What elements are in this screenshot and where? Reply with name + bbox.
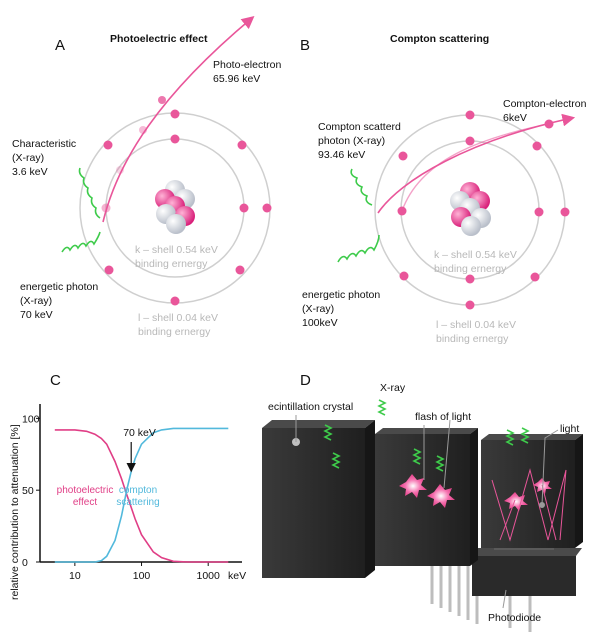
panel-a-letter: A [55, 37, 65, 54]
leader-lines [295, 415, 559, 609]
svg-text:ecintillation crystal: ecintillation crystal [268, 401, 353, 413]
crystal-label: ecintillation crystal [268, 401, 353, 413]
svg-text:Characteristic: Characteristic [12, 138, 76, 150]
svg-text:(X-ray): (X-ray) [20, 295, 52, 307]
svg-text:l – shell 0.04 keV: l – shell 0.04 keV [436, 319, 516, 331]
panel-a-photoelectric: A Photoelectric effect [12, 15, 281, 338]
series-line-compton [54, 427, 229, 563]
scattered-photon-wave [350, 168, 373, 206]
svg-text:6keV: 6keV [503, 112, 527, 124]
panel-c-letter: C [50, 372, 61, 389]
series-label: effect [73, 497, 97, 508]
panel-d-detector: D [262, 372, 583, 632]
series-label: photoelectric [57, 485, 114, 496]
svg-text:3.6 keV: 3.6 keV [12, 166, 48, 178]
xray-label: X-ray [380, 382, 406, 394]
x-axis-label: keV [228, 570, 246, 582]
svg-text:photon (X-ray): photon (X-ray) [318, 135, 385, 147]
svg-text:binding ernergy: binding ernergy [135, 258, 208, 270]
svg-text:(X-ray): (X-ray) [302, 303, 334, 315]
series-line-photoelectric [54, 429, 229, 563]
panel-b-letter: B [300, 37, 310, 54]
series-lines [54, 427, 229, 563]
characteristic-label: Characteristic (X-ray) 3.6 keV [12, 138, 76, 178]
series-label: scattering [116, 497, 159, 508]
l-shell-label: l – shell 0.04 keV binding ernergy [138, 312, 218, 338]
svg-text:binding ernergy: binding ernergy [138, 326, 211, 338]
x-tick-label: 1000 [197, 570, 221, 582]
photodiode [472, 540, 582, 596]
panel-c-attenuation-chart: C relative contribution to attenuation [… [9, 372, 246, 600]
incident-photon-wave [337, 234, 380, 263]
panel-d-letter: D [300, 372, 311, 389]
l-shell-label: l – shell 0.04 keV binding ernergy [436, 319, 516, 345]
scintillation-crystal-3 [481, 434, 583, 548]
photoelectron-track [102, 15, 255, 223]
incident-label: energetic photon (X-ray) 100keV [302, 289, 380, 329]
nucleus [155, 180, 195, 234]
scattered-photon-track [377, 113, 576, 214]
xray-waves [323, 399, 530, 472]
series-label: compton [119, 485, 157, 496]
svg-text:energetic photon: energetic photon [302, 289, 380, 301]
y-ticks: 0 50 100 [22, 413, 40, 569]
nucleus [450, 182, 491, 236]
svg-text:Compton-electron: Compton-electron [503, 98, 587, 110]
x-ticks: 10 100 1000 [69, 562, 220, 582]
y-axis-label: relative contribution to attenuation [%] [9, 424, 21, 600]
svg-text:93.46 keV: 93.46 keV [318, 149, 365, 161]
svg-text:energetic photon: energetic photon [20, 281, 98, 293]
svg-text:l – shell 0.04 keV: l – shell 0.04 keV [138, 312, 218, 324]
incident-label: energetic photon (X-ray) 70 keV [20, 281, 98, 321]
svg-text:k – shell 0.54 keV: k – shell 0.54 keV [135, 244, 218, 256]
svg-text:Compton scatterd: Compton scatterd [318, 121, 401, 133]
y-tick-label: 0 [22, 557, 28, 569]
y-tick-label: 50 [22, 485, 34, 497]
photoelectron-label: Photo-electron 65.96 keV [213, 59, 281, 85]
svg-text:binding ernergy: binding ernergy [434, 263, 507, 275]
incident-photon-wave [61, 231, 101, 253]
panel-b-compton: B Compton scattering [300, 33, 587, 345]
compton-electron [544, 119, 554, 129]
k-shell-label: k – shell 0.54 keV binding ernergy [434, 249, 517, 275]
panel-a-title: Photoelectric effect [110, 33, 208, 45]
x-tick-label: 10 [69, 570, 81, 582]
svg-text:65.96 keV: 65.96 keV [213, 73, 260, 85]
scintillation-crystal-1 [262, 420, 375, 578]
light-label: light [560, 423, 579, 435]
annotation-70kev: 70 keV [123, 427, 156, 439]
y-tick-label: 100 [22, 413, 40, 425]
electrons-l-shell [398, 110, 570, 310]
photodiode-pins [430, 560, 532, 632]
photoelectron-ghosts [116, 96, 166, 174]
characteristic-xray-wave [78, 167, 101, 219]
svg-text:100keV: 100keV [302, 317, 338, 329]
scintillation-crystal-2 [375, 428, 478, 566]
x-tick-label: 100 [133, 570, 151, 582]
compton-electron-label: Compton-electron 6keV [503, 98, 587, 124]
svg-text:k – shell 0.54 keV: k – shell 0.54 keV [434, 249, 517, 261]
svg-text:70 keV: 70 keV [20, 309, 53, 321]
svg-text:binding ernergy: binding ernergy [436, 333, 509, 345]
photodiode-label: Photodiode [488, 612, 541, 624]
electrons-l-shell [103, 109, 272, 306]
svg-text:Photo-electron: Photo-electron [213, 59, 281, 71]
k-shell-label: k – shell 0.54 keV binding ernergy [135, 244, 218, 270]
energy-annotation: 70 keV [123, 427, 156, 473]
flash-label: flash of light [415, 411, 471, 423]
panel-b-title: Compton scattering [390, 33, 489, 45]
svg-text:(X-ray): (X-ray) [12, 152, 44, 164]
scattered-photon-label: Compton scatterd photon (X-ray) 93.46 ke… [318, 121, 401, 161]
